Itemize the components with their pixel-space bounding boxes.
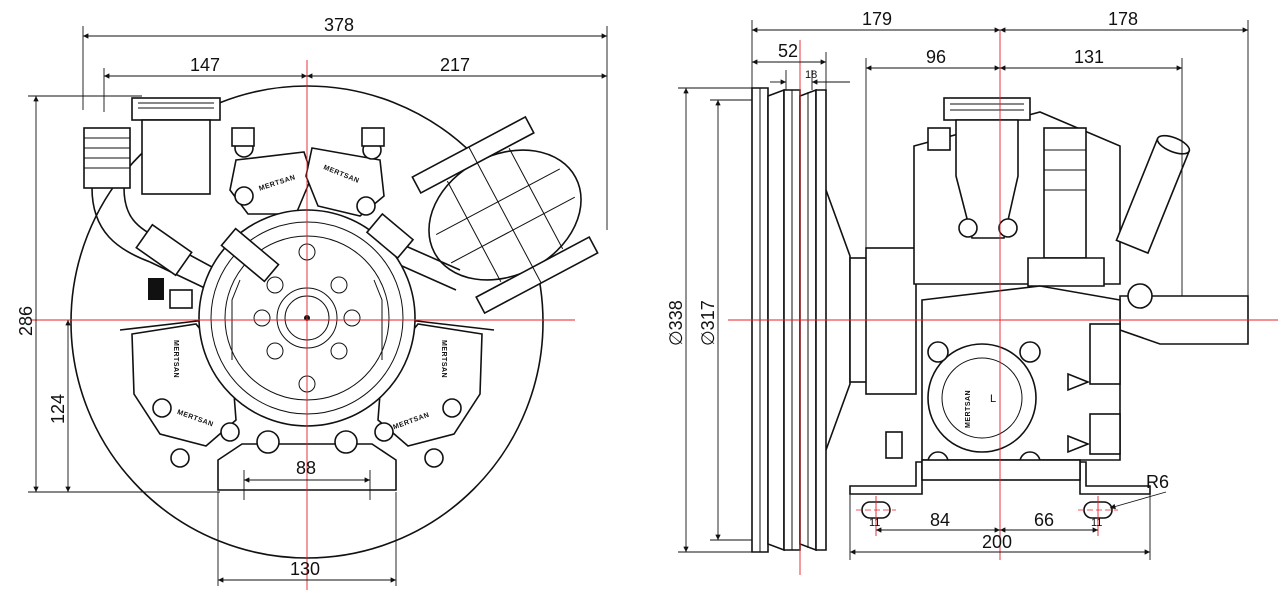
dim-side-52: 52: [778, 41, 798, 61]
dim-front-286: 286: [16, 306, 36, 336]
side-view: MERTSAN L: [666, 9, 1278, 575]
dim-side-179: 179: [862, 9, 892, 29]
dim-side-slot-right: 11: [1091, 517, 1102, 529]
dim-side-66: 66: [1034, 510, 1054, 530]
front-dimensions: 378 147 217 286 124 88 130: [16, 15, 608, 586]
dim-side-200: 200: [982, 532, 1012, 552]
dim-front-217: 217: [440, 55, 470, 75]
front-brand-right-vertical: MERTSAN: [440, 340, 447, 378]
side-hose-barb: [1027, 127, 1105, 287]
front-filler-cap: [131, 97, 221, 195]
dim-side-178: 178: [1108, 9, 1138, 29]
dim-side-slot-left: 11: [869, 517, 880, 529]
dim-front-378: 378: [324, 15, 354, 35]
dim-front-124: 124: [48, 394, 68, 424]
dim-side-d317: ∅317: [698, 300, 718, 346]
side-letter: L: [990, 393, 996, 405]
front-fittings: [135, 212, 415, 309]
front-brand-left-vertical: MERTSAN: [172, 340, 179, 378]
dim-front-130: 130: [290, 559, 320, 579]
side-shaft: [849, 247, 917, 395]
dim-side-18: 18: [805, 69, 817, 81]
dim-side-84: 84: [930, 510, 950, 530]
front-top-valve-block: MERTSAN MERTSAN: [229, 127, 385, 217]
dim-front-147: 147: [190, 55, 220, 75]
side-upper-housing: [913, 97, 1121, 285]
dim-side-131: 131: [1074, 47, 1104, 67]
dim-front-88: 88: [296, 458, 316, 478]
side-gauge-tube: [1115, 134, 1191, 255]
front-view: MERTSAN MERTSAN MERTSAN MERTSAN MERTSAN …: [16, 15, 608, 590]
front-diaphragm-head: [411, 115, 599, 315]
dim-side-d338: ∅338: [666, 300, 686, 346]
dim-side-r6: R6: [1146, 472, 1169, 492]
side-outlet-pipe: [1119, 283, 1249, 345]
dim-side-96: 96: [926, 47, 946, 67]
side-brand: MERTSAN: [965, 390, 972, 428]
side-dimensions: 179 178 52 18 96 131 ∅338: [666, 9, 1249, 560]
side-lower-housing: MERTSAN L: [885, 285, 1121, 473]
